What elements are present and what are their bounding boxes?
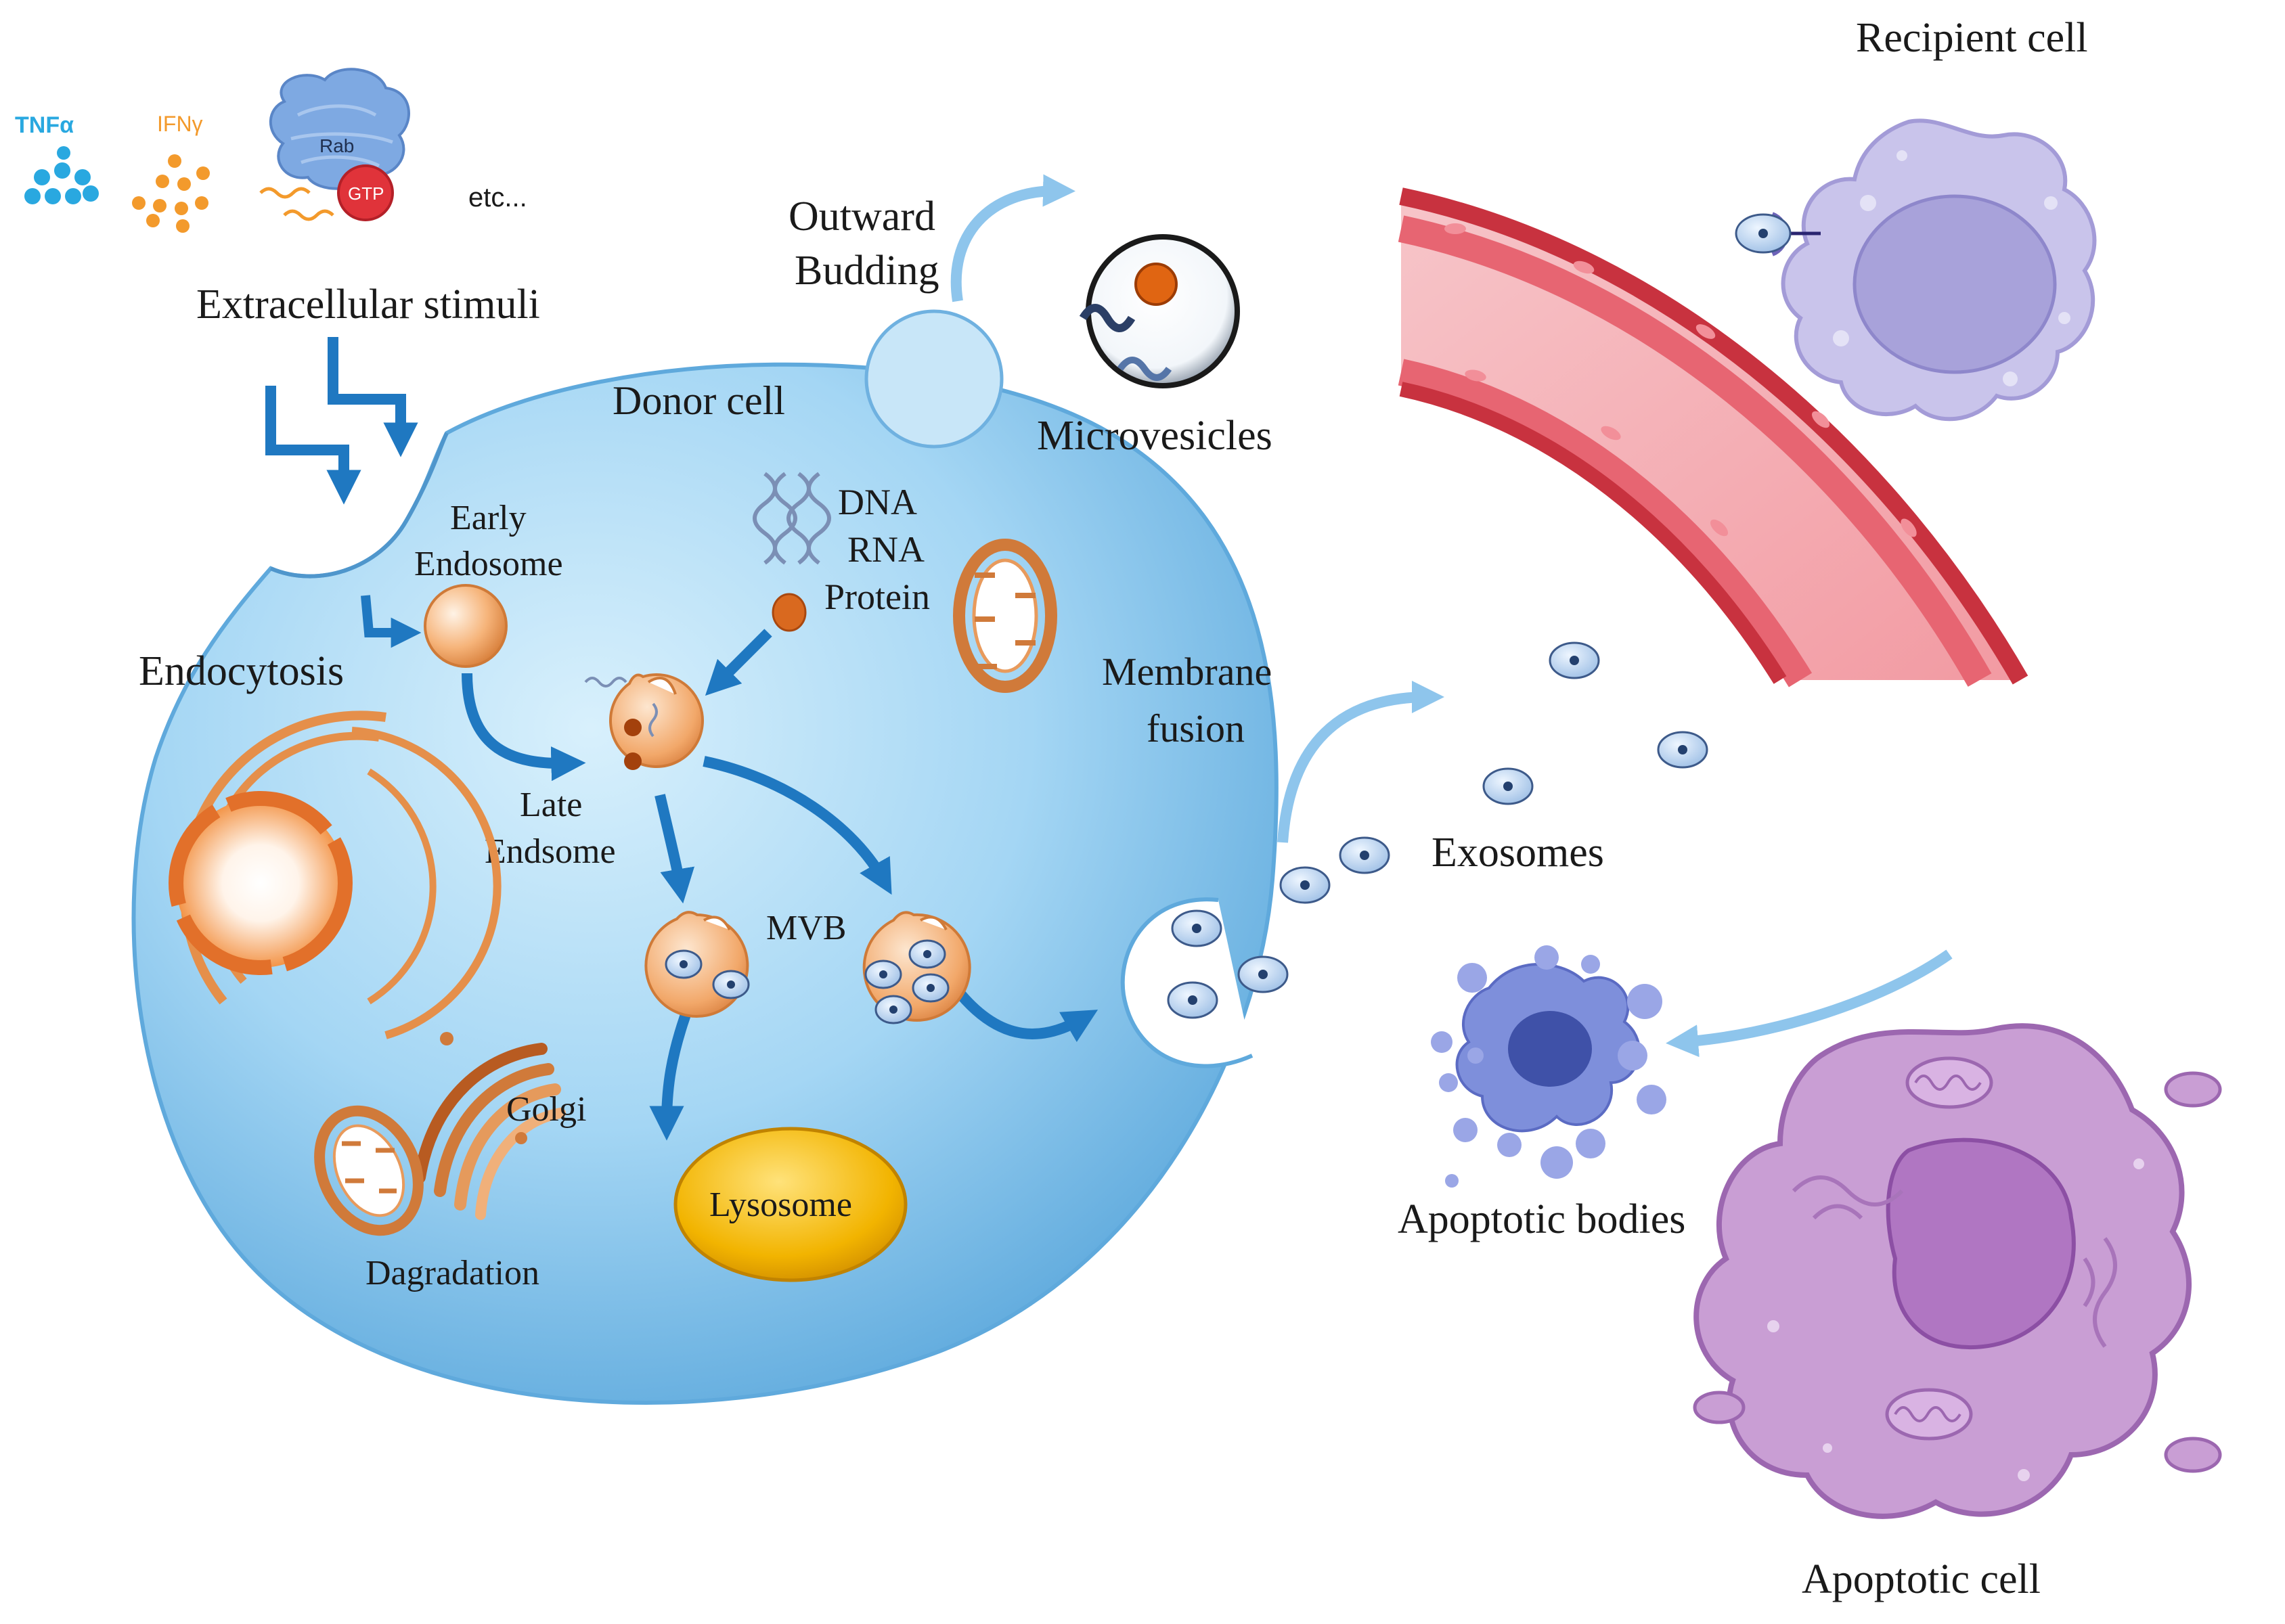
exosomes-label: Exosomes [1432,830,1604,876]
fusion-pocket-exosomes [1167,909,1222,1019]
etc-label: etc... [468,183,527,212]
tnf-alpha-molecules [24,146,99,204]
rna-label: RNA [847,529,925,570]
late-endosome [584,673,704,770]
dna-helix-icon [753,472,831,565]
donor-cell-label: Donor cell [613,378,785,423]
recipient-cell-label: Recipient cell [1856,15,2088,61]
gtp-label: GTP [348,183,384,204]
fusion-label: fusion [1147,706,1245,750]
early-label: Early [450,499,527,537]
ifn-gamma-label: IFNγ [157,112,203,136]
apoptotic-bodies-label: Apoptotic bodies [1398,1196,1685,1242]
mitochondrion-icon [953,539,1057,693]
rab-gtp-protein [259,68,410,221]
early-endosome [424,584,508,668]
microvesicle [1079,234,1240,388]
budding-label: Budding [795,248,939,294]
recipient-cell [1735,118,2097,422]
ifn-gamma-molecules [132,154,210,233]
dagradation-label: Dagradation [365,1254,539,1292]
blood-vessel [1398,187,2028,687]
endocytosis-label: Endocytosis [139,648,344,694]
extracellular-stimuli-label: Extracellular stimuli [196,281,540,328]
mitochondrion-lower-icon [314,1105,424,1236]
endocytosis-arrow [361,595,422,648]
budding-arrow [950,174,1075,302]
stimulus-arrows [265,337,418,505]
budding-vesicle [864,309,1004,449]
outward-label: Outward [789,194,935,240]
apoptosis-arrow [1666,949,1953,1058]
mvb-label: MVB [766,909,846,947]
lysosome [673,1127,908,1282]
apoptotic-cell-label: Apoptotic cell [1802,1556,2041,1602]
apoptotic-cell [1693,1023,2222,1519]
apoptotic-bodies [1431,945,1666,1188]
membrane-label: Membrane [1102,650,1272,694]
dna-label: DNA [838,482,917,522]
nucleus-er-icon [169,710,502,1039]
pathway-arrows [462,629,1099,1141]
late-endosome-label: Endsome [485,832,616,871]
microvesicles-label: Microvesicles [1037,413,1272,459]
protein-particle [772,593,807,632]
mvb-2 [862,911,971,1024]
rab-label: Rab [319,135,354,156]
late-label: Late [520,786,582,824]
early-endosome-label: Endosome [414,545,563,583]
lysosome-label: Lysosome [709,1186,852,1224]
golgi-label: Golgi [506,1090,586,1129]
tnf-alpha-label: TNFα [15,112,74,138]
protein-label: Protein [824,577,930,617]
exosome-release-arrow [1277,681,1444,843]
mvb-1 [644,911,750,1018]
released-exosomes [1237,641,1708,993]
golgi-icon [414,1032,566,1220]
